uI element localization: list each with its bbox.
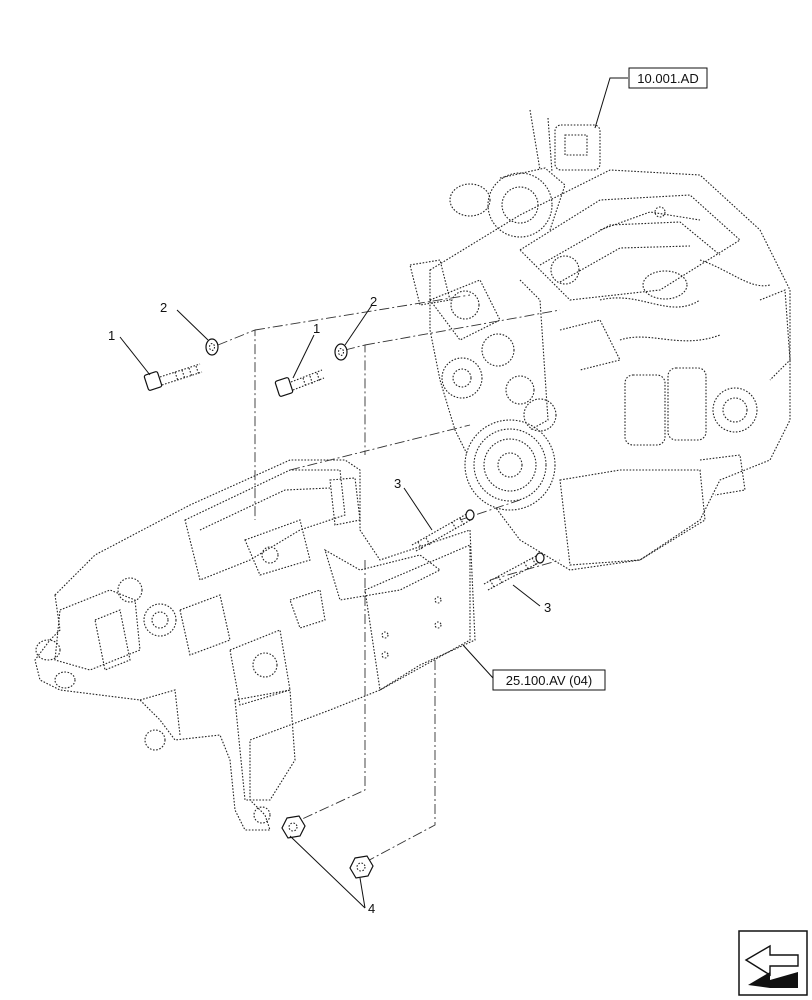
- frame-reference-box[interactable]: 25.100.AV (04): [492, 669, 606, 691]
- front-axle-support-frame: [34, 459, 476, 831]
- frame-reference-label[interactable]: 25.100.AV (04): [506, 673, 592, 688]
- callout-4: 4: [368, 901, 375, 916]
- callout-2-right: 2: [370, 294, 377, 309]
- leader-lines: [119, 77, 628, 909]
- engine-assembly: [409, 109, 791, 571]
- next-page-arrow-icon[interactable]: [738, 930, 808, 996]
- bolt-right: [274, 369, 325, 397]
- callout-1-right: 1: [313, 321, 320, 336]
- stud-lower: [483, 552, 545, 591]
- callout-3-upper: 3: [394, 476, 401, 491]
- engine-reference-box[interactable]: 10.001.AD: [628, 67, 708, 89]
- callout-2-left: 2: [160, 300, 167, 315]
- washer-left: [205, 338, 219, 356]
- nut-left: [281, 815, 306, 839]
- stud-upper: [411, 509, 475, 552]
- washer-right: [334, 343, 348, 361]
- callout-1-left: 1: [108, 328, 115, 343]
- bolt-left: [143, 363, 203, 391]
- alignment-lines: [217, 294, 561, 866]
- nut-right: [349, 855, 374, 879]
- callout-3-lower: 3: [544, 600, 551, 615]
- engine-reference-label[interactable]: 10.001.AD: [637, 71, 698, 86]
